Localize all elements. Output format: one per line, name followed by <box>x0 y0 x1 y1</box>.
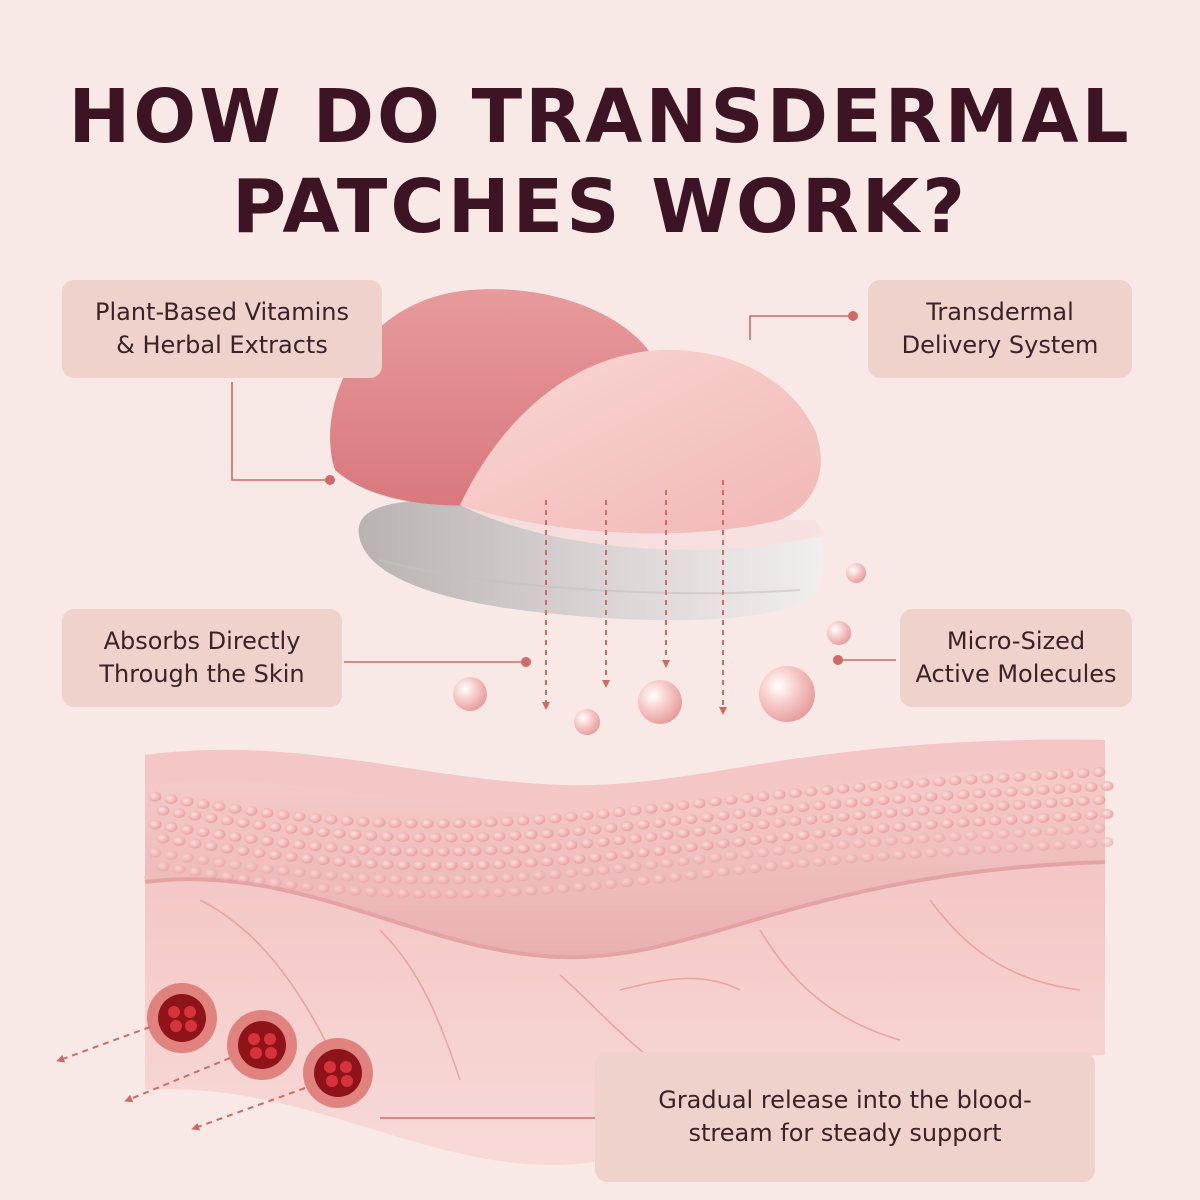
label-release-line-1: Gradual release into the blood- <box>658 1086 1032 1114</box>
label-delivery-line-2: Delivery System <box>901 331 1099 359</box>
page-title-line-2: PATCHES WORK? <box>231 164 969 250</box>
label-molecules-line-2: Active Molecules <box>915 660 1117 688</box>
label-molecules: Micro-Sized Active Molecules <box>900 609 1132 707</box>
leader-dots <box>325 311 858 667</box>
patch-illustration <box>330 289 825 621</box>
vessel-2 <box>227 1010 297 1080</box>
vessel-1 <box>147 983 217 1053</box>
label-molecules-line-1: Micro-Sized <box>946 627 1086 655</box>
label-absorbs-line-2: Through the Skin <box>99 660 305 688</box>
label-release-line-2: stream for steady support <box>688 1119 1002 1147</box>
page-title-line-1: HOW DO TRANSDERMAL <box>68 74 1132 160</box>
label-ingredients-line-2: & Herbal Extracts <box>116 331 328 359</box>
skin-layers <box>144 739 1114 1166</box>
label-delivery-system: Transdermal Delivery System <box>868 280 1132 378</box>
molecule-bubbles <box>453 563 866 735</box>
label-ingredients: Plant-Based Vitamins & Herbal Extracts <box>62 280 382 378</box>
vessel-3 <box>303 1038 373 1108</box>
patch-back-layer <box>330 289 660 506</box>
label-absorbs: Absorbs Directly Through the Skin <box>62 609 342 707</box>
label-delivery-line-1: Transdermal <box>926 298 1074 326</box>
capillaries <box>199 899 1081 1091</box>
epidermis-cells <box>148 766 1114 899</box>
absorption-arrows <box>542 480 727 715</box>
leader-lines <box>231 315 896 1119</box>
label-release: Gradual release into the blood- stream f… <box>595 1052 1095 1182</box>
label-ingredients-line-1: Plant-Based Vitamins <box>94 298 349 326</box>
bloodstream-arrows <box>56 1026 306 1131</box>
label-absorbs-line-1: Absorbs Directly <box>103 627 301 655</box>
blood-vessels <box>56 983 373 1131</box>
stratum-corneum <box>145 739 1105 816</box>
patch-front-layer <box>460 349 821 534</box>
